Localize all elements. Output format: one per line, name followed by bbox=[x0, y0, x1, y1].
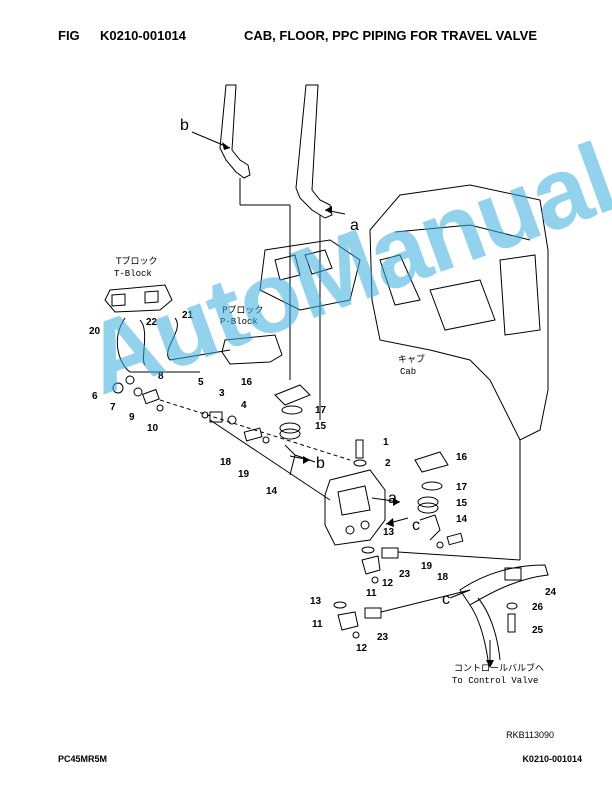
bracket-16-lower bbox=[414, 451, 449, 473]
part-number-10: 10 bbox=[147, 423, 159, 434]
t-block-label-jp: Tブロック bbox=[115, 255, 158, 267]
part-number-2: 2 bbox=[385, 458, 391, 469]
part-number-11-lower: 11 bbox=[312, 619, 323, 630]
part-number-1: 1 bbox=[383, 437, 389, 448]
to-control-label-en: To Control Valve bbox=[452, 676, 538, 686]
part-number-5: 5 bbox=[198, 377, 204, 388]
part-number-7: 7 bbox=[110, 402, 116, 413]
part-number-16-upper: 16 bbox=[241, 377, 253, 388]
part-number-18-lower: 18 bbox=[437, 572, 449, 583]
view-letter-c: c bbox=[412, 517, 420, 534]
p-block-label-jp: Pブロック bbox=[222, 304, 263, 316]
figure-label: FIG bbox=[58, 28, 80, 43]
p-block-label-en: P-Block bbox=[220, 317, 258, 327]
part-number-26: 26 bbox=[532, 602, 544, 613]
part-number-18-upper: 18 bbox=[220, 457, 232, 468]
part-number-15-upper: 15 bbox=[315, 421, 327, 432]
part-number-20: 20 bbox=[89, 326, 101, 337]
hose-bundle-24 bbox=[459, 564, 549, 606]
part-number-23-lower: 23 bbox=[377, 632, 389, 643]
figure-title: CAB, FLOOR, PPC PIPING FOR TRAVEL VALVE bbox=[244, 28, 538, 43]
cab-label-jp: キャブ bbox=[398, 353, 425, 365]
part-number-21: 21 bbox=[182, 310, 194, 321]
view-letter-a-lower: a bbox=[388, 490, 397, 507]
part-number-24: 24 bbox=[545, 587, 557, 598]
part-number-13-upper: 13 bbox=[383, 527, 395, 538]
floor-plate bbox=[259, 239, 361, 311]
view-letter-c-lower: c bbox=[442, 591, 450, 608]
part-number-4: 4 bbox=[241, 400, 247, 411]
part-number-19-lower: 19 bbox=[421, 561, 433, 572]
part-number-3: 3 bbox=[219, 388, 225, 399]
part-number-12-lower: 12 bbox=[356, 643, 368, 654]
footer-model: PC45MR5M bbox=[58, 754, 108, 764]
t-block-label-en: T-Block bbox=[114, 269, 152, 279]
hose-20 bbox=[116, 317, 131, 373]
cab-outline bbox=[369, 184, 549, 441]
part-number-13-lower: 13 bbox=[310, 596, 322, 607]
view-letter-a: a bbox=[350, 217, 359, 234]
pipe-a-upper bbox=[295, 84, 333, 219]
part-number-8: 8 bbox=[158, 371, 164, 382]
part-number-22: 22 bbox=[146, 317, 158, 328]
part-number-14-upper: 14 bbox=[266, 486, 278, 497]
part-number-19-upper: 19 bbox=[238, 469, 250, 480]
part-number-23-upper: 23 bbox=[399, 569, 411, 580]
part-number-15-lower: 15 bbox=[456, 498, 468, 509]
drawing-reference-code: RKB113090 bbox=[506, 730, 554, 740]
t-block bbox=[104, 284, 173, 313]
part-number-17-upper: 17 bbox=[315, 405, 327, 416]
part-number-16-lower: 16 bbox=[456, 452, 468, 463]
view-letter-b-top: b bbox=[180, 117, 189, 134]
to-control-label-jp: コントロールバルブへ bbox=[454, 662, 544, 674]
part-number-9: 9 bbox=[129, 412, 135, 423]
part-number-25: 25 bbox=[532, 625, 544, 636]
hose-21 bbox=[167, 317, 231, 361]
p-block bbox=[221, 334, 283, 365]
hose-22 bbox=[139, 319, 146, 366]
cab-label-en: Cab bbox=[400, 367, 416, 377]
part-number-17-lower: 17 bbox=[456, 482, 468, 493]
part-number-6: 6 bbox=[92, 391, 98, 402]
pipe-b-upper bbox=[219, 84, 251, 179]
figure-code: K0210-001014 bbox=[100, 28, 187, 43]
bracket-16-upper bbox=[274, 384, 311, 406]
travel-valve bbox=[324, 469, 386, 546]
view-letter-b: b bbox=[316, 455, 325, 472]
part-number-14-lower: 14 bbox=[456, 514, 468, 525]
part-number-12-upper: 12 bbox=[382, 578, 394, 589]
footer-code: K0210-001014 bbox=[522, 754, 582, 764]
part-number-11-upper: 11 bbox=[366, 588, 377, 599]
